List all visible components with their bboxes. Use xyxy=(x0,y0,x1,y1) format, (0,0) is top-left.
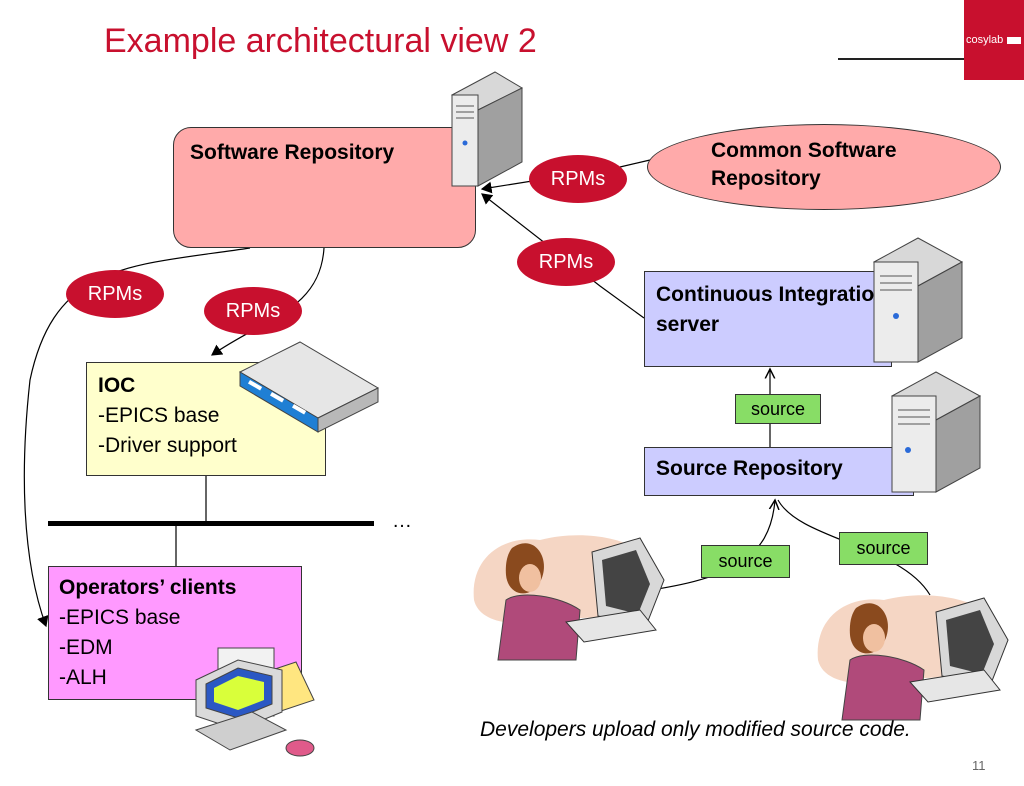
repo-to-operators-line xyxy=(23,247,251,628)
source-note: source xyxy=(701,545,790,578)
source-repository-box: Source Repository xyxy=(644,447,914,496)
page-number: 11 xyxy=(972,758,986,773)
cosylab-logo: cosylab xyxy=(964,0,1024,80)
ioc-title: IOC xyxy=(98,374,136,397)
common-repository-label: Common Software Repository xyxy=(711,139,897,190)
common-software-repository-ellipse: Common Software Repository xyxy=(647,124,1001,210)
rpm-label-ci: RPMs xyxy=(517,238,615,286)
network-bus xyxy=(48,521,374,526)
logo-text: cosylab xyxy=(966,34,1004,46)
ioc-item: -EPICS base xyxy=(98,404,220,427)
rpm-label-common: RPMs xyxy=(529,155,627,203)
source-note: source xyxy=(839,532,928,565)
software-repository-box: Software Repository xyxy=(173,127,476,248)
continuous-integration-server-box: Continuous Integration server xyxy=(644,271,892,367)
operators-item: -EPICS base xyxy=(59,606,181,629)
operators-item: -EDM xyxy=(59,636,113,659)
title-underline xyxy=(838,58,964,60)
slide-title: Example architectural view 2 xyxy=(104,22,537,60)
operators-item: -ALH xyxy=(59,666,107,689)
caption: Developers upload only modified source c… xyxy=(480,718,911,741)
source-repository-label: Source Repository xyxy=(656,457,843,480)
rpm-label-ioc: RPMs xyxy=(204,287,302,335)
ci-to-repo-line xyxy=(481,193,645,319)
ioc-item: -Driver support xyxy=(98,434,237,457)
ioc-box: IOC -EPICS base -Driver support xyxy=(86,362,326,476)
operators-title: Operators’ clients xyxy=(59,576,237,599)
rpm-label-operators: RPMs xyxy=(66,270,164,318)
bus-ellipsis: … xyxy=(392,510,412,532)
software-repository-label: Software Repository xyxy=(190,141,395,164)
source-note: source xyxy=(735,394,821,424)
ci-server-label: Continuous Integration server xyxy=(656,283,887,336)
